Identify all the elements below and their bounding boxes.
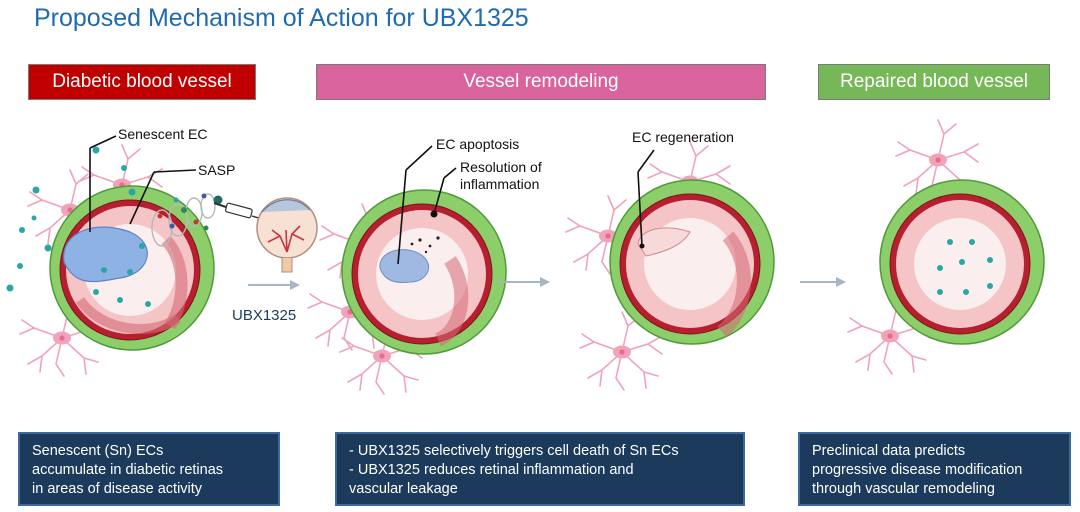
page-title: Proposed Mechanism of Action for UBX1325 (34, 4, 529, 32)
ec-regeneration-label: EC regeneration (632, 129, 734, 145)
stage-remodeling-label: Vessel remodeling (316, 64, 766, 100)
ec-apoptosis-label: EC apoptosis (436, 136, 520, 152)
summary-left-line: in areas of disease activity (32, 481, 203, 497)
diabetic-vessel (6, 135, 223, 377)
summary-left-line: accumulate in diabetic retinas (32, 462, 224, 478)
resolution-label-line2: inflammation (460, 176, 540, 192)
eye-icon (256, 197, 318, 273)
stage-diabetic-label: Diabetic blood vessel (28, 64, 256, 100)
summary-box-left: Senescent (Sn) ECs accumulate in diabeti… (18, 432, 280, 506)
senescent-ec-label: Senescent EC (118, 126, 208, 142)
summary-middle-line: vascular leakage (349, 481, 458, 497)
sasp-label: SASP (198, 162, 236, 178)
syringe-icon (213, 202, 263, 220)
summary-middle-line: - UBX1325 selectively triggers cell deat… (349, 443, 679, 459)
drug-label: UBX1325 (232, 307, 297, 324)
repaired-vessel (847, 119, 1045, 375)
summary-middle-line: - UBX1325 reduces retinal inflammation a… (349, 462, 634, 478)
summary-right-line: Preclinical data predicts (812, 443, 966, 459)
summary-right-line: through vascular remodeling (812, 481, 995, 497)
summary-box-right: Preclinical data predicts progressive di… (798, 432, 1071, 506)
summary-left-line: Senescent (Sn) ECs (32, 443, 164, 459)
sasp-dots (157, 193, 223, 231)
sasp-particles (6, 146, 151, 307)
summary-box-middle: - UBX1325 selectively triggers cell deat… (335, 432, 745, 506)
regeneration-vessel (565, 141, 775, 391)
resolution-label-line1: Resolution of (460, 159, 542, 175)
senescent-ec-shape (63, 226, 148, 283)
stage-repaired-label: Repaired blood vessel (818, 64, 1050, 100)
summary-right-line: progressive disease modification (812, 462, 1023, 478)
apoptosis-vessel (307, 145, 507, 395)
